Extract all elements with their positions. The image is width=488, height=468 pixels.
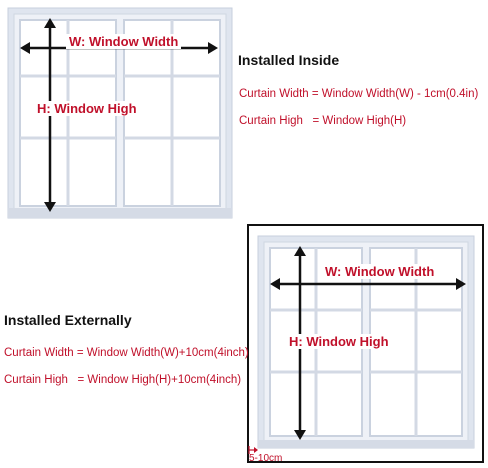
window-sill	[258, 440, 474, 448]
margin-arrow	[248, 446, 258, 454]
height-label-inside: H: Window High	[35, 101, 139, 116]
window-muntins	[270, 248, 462, 436]
height-label-external: H: Window High	[287, 334, 391, 349]
formula-high-external: Curtain High = Window High(H)+10cm(4inch…	[4, 374, 242, 386]
width-label-inside: W: Window Width	[66, 34, 182, 49]
width-arrow-external	[270, 278, 466, 290]
width-label-external: W: Window Width	[322, 264, 438, 279]
formula-width-inside: Curtain Width = Window Width(W) - 1cm(0.…	[239, 88, 479, 100]
window-muntins	[20, 20, 220, 206]
heading-installed-inside: Installed Inside	[238, 52, 340, 68]
formula-high-inside: Curtain High = Window High(H)	[239, 115, 407, 127]
formula-width-external: Curtain Width = Window Width(W)+10cm(4in…	[4, 347, 249, 359]
margin-note: 5-10cm	[249, 453, 283, 464]
external-border-box	[247, 224, 484, 463]
window-sill	[8, 208, 232, 218]
heading-installed-externally: Installed Externally	[4, 312, 132, 328]
